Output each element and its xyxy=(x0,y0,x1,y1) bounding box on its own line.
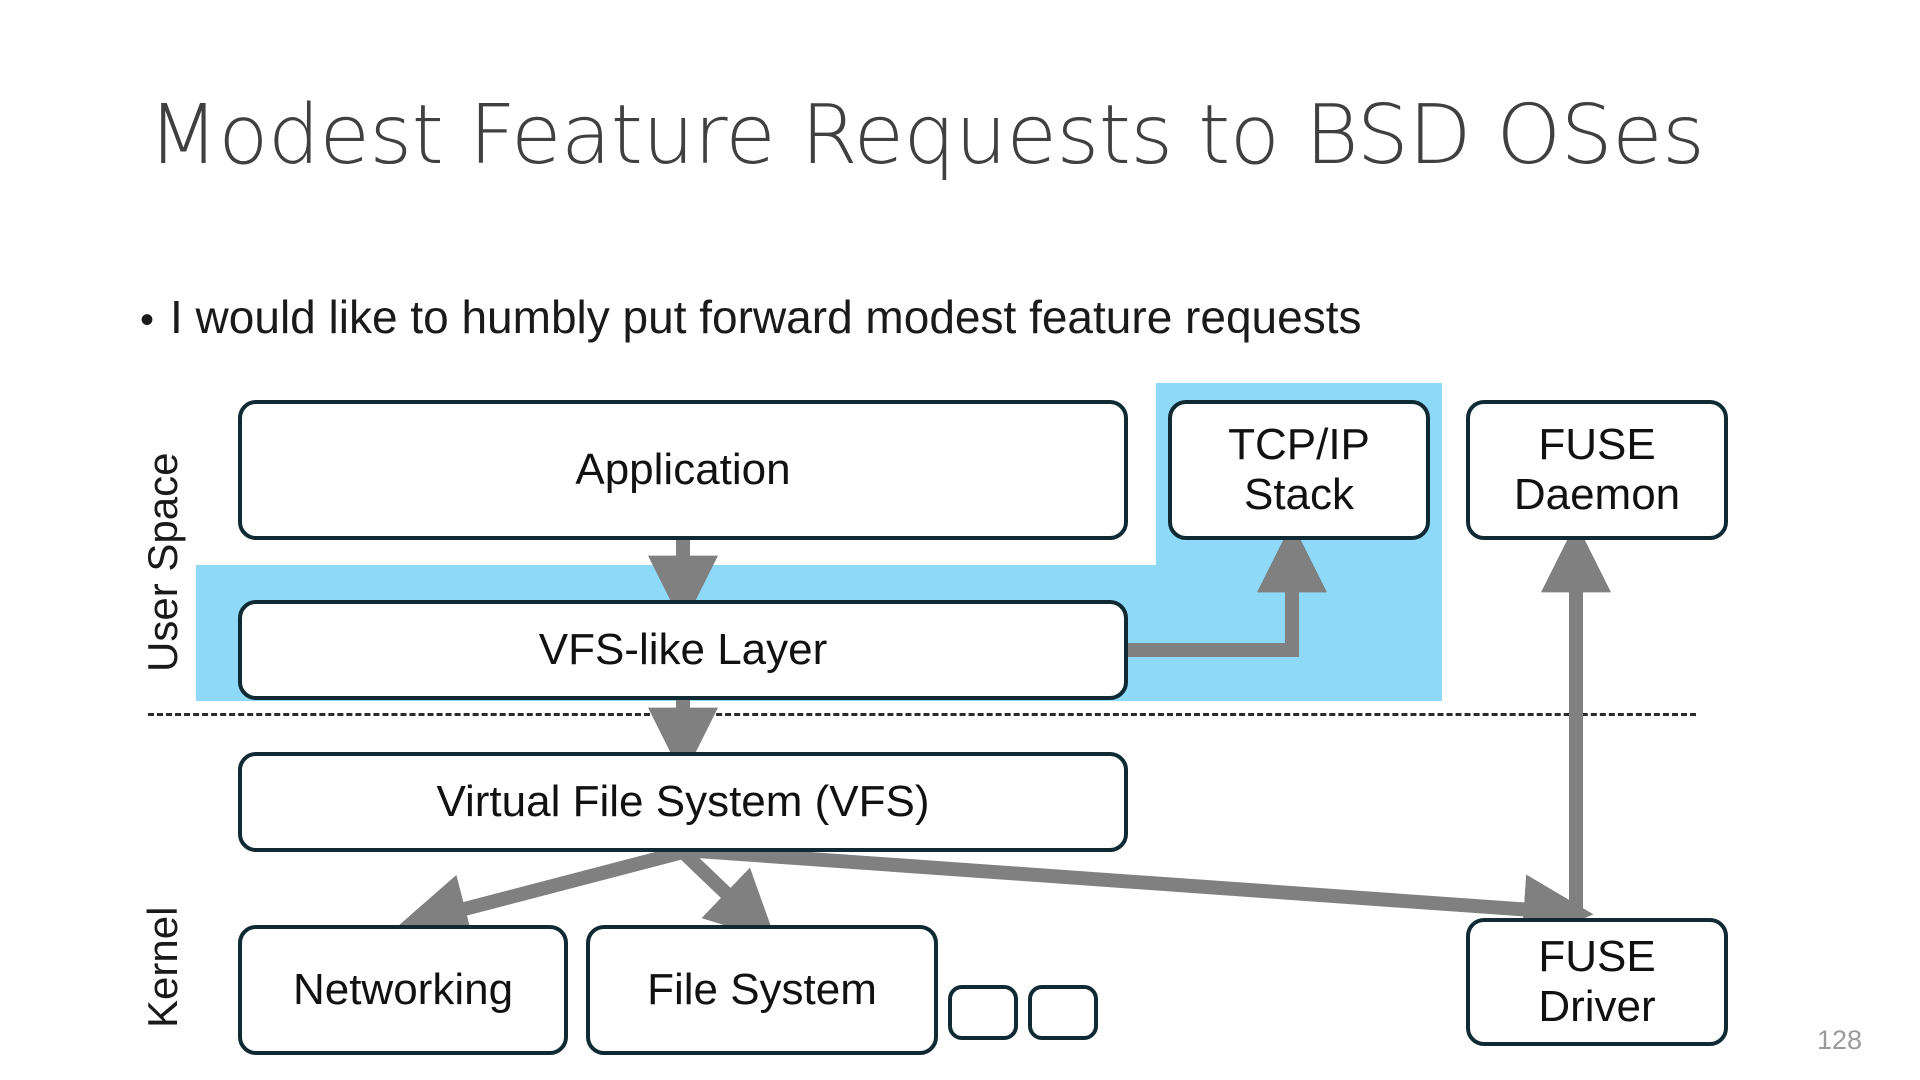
diagram-box-blank-2[interactable] xyxy=(1028,985,1098,1040)
page-title: Modest Feature Requests to BSD OSes xyxy=(148,88,1705,183)
diagram-box-application[interactable]: Application xyxy=(238,400,1128,540)
diagram-box-virtual-file-system[interactable]: Virtual File System (VFS) xyxy=(238,752,1128,852)
diagram-box-fuse-daemon[interactable]: FUSE Daemon xyxy=(1466,400,1728,540)
diagram-box-blank-1[interactable] xyxy=(948,985,1018,1040)
bullet-list-item: • I would like to humbly put forward mode… xyxy=(140,288,1840,349)
arrow-vfs-to-networking xyxy=(397,845,685,943)
region-label-user-space: User Space xyxy=(139,452,186,672)
arrow-vfs-to-fuse-driver xyxy=(682,843,1594,945)
diagram-box-file-system[interactable]: File System xyxy=(586,925,938,1055)
bullet-text: I would like to humbly put forward modes… xyxy=(170,291,1362,343)
bullet-marker-icon: • xyxy=(140,298,155,342)
page-number: 128 xyxy=(1816,1025,1862,1055)
diagram-box-networking[interactable]: Networking xyxy=(238,925,568,1055)
region-label-kernel: Kernel xyxy=(139,906,186,1028)
diagram-box-vfs-like-layer[interactable]: VFS-like Layer xyxy=(238,600,1128,700)
diagram-box-tcpip-stack[interactable]: TCP/IP Stack xyxy=(1168,400,1430,540)
diagram-box-fuse-driver[interactable]: FUSE Driver xyxy=(1466,918,1728,1046)
user-kernel-divider xyxy=(148,713,1696,716)
arrow-vfs-to-file-system xyxy=(678,846,777,942)
